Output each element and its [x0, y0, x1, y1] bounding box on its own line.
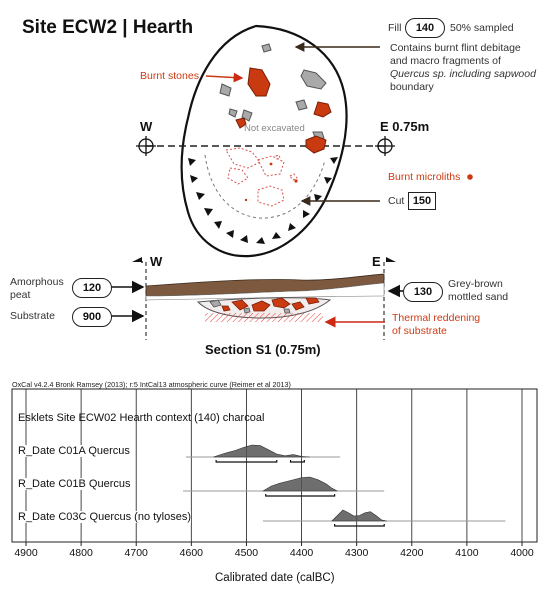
oxcal-series: [183, 444, 506, 527]
not-excavated-label: Not excavated: [244, 123, 305, 134]
series-density-2: [331, 509, 388, 522]
series-label-c01b: R_Date C01B Quercus: [18, 478, 131, 490]
series-density-0: [213, 444, 310, 458]
thermal-reddening-hatch: [205, 313, 323, 322]
grey-brown-label-1: Grey-brown: [448, 278, 503, 290]
series-label-c01a: R_Date C01A Quercus: [18, 445, 130, 457]
fill-description-line-3: Quercus sp. including sapwood: [390, 68, 536, 80]
oxcal-header: OxCal v4.2.4 Bronk Ramsey (2013); r:5 In…: [12, 380, 291, 389]
plan-east-label: E 0.75m: [380, 119, 430, 134]
cut-hachures: [188, 157, 338, 244]
burnt-stones-leader: [205, 72, 244, 83]
thermal-reddening-label-2: of substrate: [392, 325, 447, 337]
grey-stones: [219, 43, 327, 141]
fill-description-line-1: Contains burnt flint debitage: [390, 42, 521, 54]
fill-number-box: 140: [405, 18, 445, 38]
tick-label-4400: 4400: [289, 547, 314, 559]
section-drawing: [110, 257, 403, 340]
tick-label-4800: 4800: [69, 547, 93, 559]
burnt-stones: [235, 67, 332, 154]
west-marker-icon: [136, 136, 156, 156]
tick-label-4300: 4300: [344, 547, 369, 559]
plan-west-label: W: [140, 119, 153, 134]
tick-label-4500: 4500: [234, 547, 259, 559]
microlith-dots: [244, 162, 298, 202]
grey-brown-number-box: 130: [403, 282, 443, 302]
fill-sampled-text: 50% sampled: [450, 22, 514, 34]
burnt-microliths-label: Burnt microliths: [388, 171, 461, 183]
microlith-legend-dot: [467, 174, 473, 180]
thermal-reddening-label-1: Thermal reddening: [392, 312, 481, 324]
section-east-label: E: [372, 254, 381, 269]
tick-label-4900: 4900: [14, 547, 38, 559]
amorphous-peat-label-1: Amorphous: [10, 276, 64, 288]
substrate-number-box: 900: [72, 307, 112, 327]
fill-description-line-2: and macro fragments of: [390, 55, 501, 67]
cut-label: Cut: [388, 195, 405, 207]
section-east-arrow-icon: [386, 257, 396, 262]
oxcal-context-label: Esklets Site ECW02 Hearth context (140) …: [18, 412, 265, 424]
tick-label-4700: 4700: [124, 547, 148, 559]
tick-label-4600: 4600: [179, 547, 204, 559]
inner-cut-line: [204, 154, 326, 219]
fill-description-line-4: boundary: [390, 81, 434, 93]
page-title: Site ECW2 | Hearth: [22, 17, 194, 38]
tick-label-4100: 4100: [455, 547, 479, 559]
substrate-label: Substrate: [10, 310, 55, 322]
series-hpd-0-0: [215, 460, 278, 463]
mottled-sand-layer: [145, 282, 385, 301]
x-axis-label: Calibrated date (calBC): [215, 572, 335, 584]
amorphous-peat-label-2: peat: [10, 289, 31, 301]
tick-label-4200: 4200: [400, 547, 424, 559]
series-hpd-1-0: [265, 494, 336, 497]
section-title: Section S1 (0.75m): [205, 342, 321, 357]
series-label-c03c: R_Date C03C Quercus (no tyloses): [18, 511, 192, 523]
peat-number-box: 120: [72, 278, 112, 298]
burnt-microliths-outlines: [225, 147, 298, 207]
series-hpd-0-1: [289, 460, 305, 463]
fill-label: Fill: [388, 22, 402, 34]
section-west-label: W: [150, 254, 163, 269]
cut-number-box: 150: [408, 192, 436, 210]
series-density-1: [261, 476, 338, 492]
east-marker-icon: [375, 136, 395, 156]
tick-label-4000: 4000: [510, 547, 534, 559]
series-hpd-2-0: [334, 524, 385, 527]
burnt-stones-label: Burnt stones: [140, 70, 199, 82]
grey-brown-label-2: mottled sand: [448, 291, 509, 303]
section-west-arrow-icon: [132, 257, 142, 262]
oxcal-plot-frame: [11, 388, 538, 543]
